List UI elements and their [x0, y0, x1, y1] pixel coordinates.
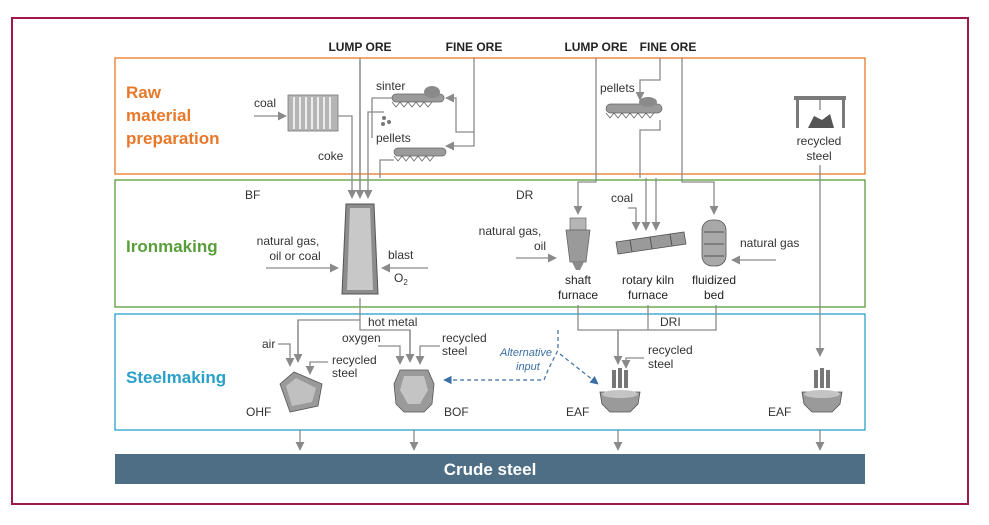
- recycled-steel-raw-2: steel: [806, 149, 831, 163]
- oxygen-to-bof: [378, 345, 405, 365]
- coke-label: coke: [318, 149, 344, 163]
- natural-gas-oil-coal-2: oil or coal: [269, 249, 320, 263]
- eaf-label-1: EAF: [566, 405, 589, 419]
- pellets-left-to-bf: [379, 159, 394, 178]
- recycled-to-ohf: [305, 361, 328, 375]
- shaft-furnace-icon: [565, 217, 591, 270]
- fine-ore-2-to-pellets: [635, 58, 661, 101]
- blast-label: blast: [388, 248, 414, 262]
- alternative-input-label-1: Alternative: [499, 347, 552, 359]
- crude-steel-bar: [115, 454, 865, 484]
- recycled-to-bof: [415, 345, 440, 365]
- recycled-steel-eaf-1: recycled: [648, 343, 693, 357]
- ohf-label: OHF: [246, 405, 271, 419]
- section-title-ironmaking: Ironmaking: [126, 237, 218, 256]
- rotary-kiln-label-2: furnace: [628, 288, 668, 302]
- lump-ore-label-2: LUMP ORE: [564, 40, 627, 54]
- coke-line: [338, 115, 357, 199]
- sinter-plant-icon: [381, 86, 445, 126]
- open-hearth-furnace-icon: [279, 371, 323, 413]
- fine-ore-1-loop: [445, 58, 475, 133]
- lump-ore-label-1: LUMP ORE: [328, 40, 391, 54]
- recycled-to-eaf1: [621, 357, 644, 369]
- air-to-ohf: [278, 343, 295, 367]
- section-title-raw-2: material: [126, 106, 191, 125]
- pelletizing-plant-icon-left: [393, 147, 447, 162]
- pellets-label-left: pellets: [376, 131, 411, 145]
- bof-label: BOF: [444, 405, 469, 419]
- air-label: air: [262, 337, 275, 351]
- natural-gas-oil-1: natural gas,: [479, 224, 542, 238]
- coal-label-iron: coal: [611, 191, 633, 205]
- natural-gas-oil-coal-1: natural gas,: [257, 234, 320, 248]
- rotary-kiln-icon: [615, 231, 687, 255]
- sinter-label: sinter: [376, 79, 405, 93]
- alternative-input-label-2: input: [516, 361, 541, 373]
- pelletizing-plant-icon-right: [605, 97, 663, 119]
- coal-to-kiln: [628, 207, 641, 231]
- outer-frame: [11, 17, 969, 505]
- natural-gas-oil-2: oil: [534, 239, 546, 253]
- fluidized-bed-label-2: bed: [704, 288, 724, 302]
- recycled-steel-bof-1: recycled: [442, 331, 487, 345]
- fine-ore-to-fluidized: [681, 178, 719, 215]
- recycled-steel-ohf-1: recycled: [332, 353, 377, 367]
- shaft-furnace-label-1: shaft: [565, 273, 592, 287]
- alternative-input-dashed-line: [443, 330, 559, 385]
- sinter-pellets-connector: [363, 111, 384, 199]
- fluidized-bed-label-1: fluidized: [692, 273, 736, 287]
- bof-converter-icon: [393, 369, 435, 413]
- recycled-steel-eaf-2: steel: [648, 357, 673, 371]
- dr-label: DR: [516, 188, 534, 202]
- fine-ore-1-pellets: [445, 132, 475, 151]
- recycled-steel-bof-2: steel: [442, 344, 467, 358]
- eaf-label-2: EAF: [768, 405, 791, 419]
- rotary-kiln-label-1: rotary kiln: [622, 273, 674, 287]
- bf-label: BF: [245, 188, 260, 202]
- oxygen-label: oxygen: [342, 331, 381, 345]
- dri-label: DRI: [660, 315, 681, 329]
- coke-oven-icon: [287, 94, 339, 132]
- fine-ore-label-1: FINE ORE: [446, 40, 503, 54]
- shaft-furnace-label-2: furnace: [558, 288, 598, 302]
- o2-label: O2: [394, 271, 408, 287]
- raw-material-section: [114, 57, 866, 175]
- section-title-raw-1: Raw: [126, 83, 162, 102]
- recycled-steel-ohf-2: steel: [332, 366, 357, 380]
- coal-label-raw: coal: [254, 96, 276, 110]
- alternative-input-to-eaf-line: [559, 353, 599, 385]
- pellets-right-down: [639, 120, 661, 178]
- recycled-steel-raw-1: recycled: [797, 134, 842, 148]
- ironmaking-section: [114, 179, 866, 308]
- fine-ore-label-2: FINE ORE: [640, 40, 697, 54]
- fluidized-bed-icon: [701, 219, 727, 267]
- blast-furnace-icon: [341, 203, 379, 295]
- natural-gas-label: natural gas: [740, 236, 799, 250]
- pellets-label-right: pellets: [600, 81, 635, 95]
- scrap-yard-icon: [794, 96, 846, 128]
- eaf-icon-1: [599, 368, 641, 413]
- section-title-steelmaking: Steelmaking: [126, 368, 226, 387]
- crude-steel-label: Crude steel: [444, 460, 537, 479]
- section-title-raw-3: preparation: [126, 129, 220, 148]
- eaf-icon-2: [801, 368, 843, 413]
- lump-ore-2-to-shaft: [573, 178, 597, 215]
- steelmaking-section: [114, 313, 866, 431]
- hot-metal-label: hot metal: [368, 315, 417, 329]
